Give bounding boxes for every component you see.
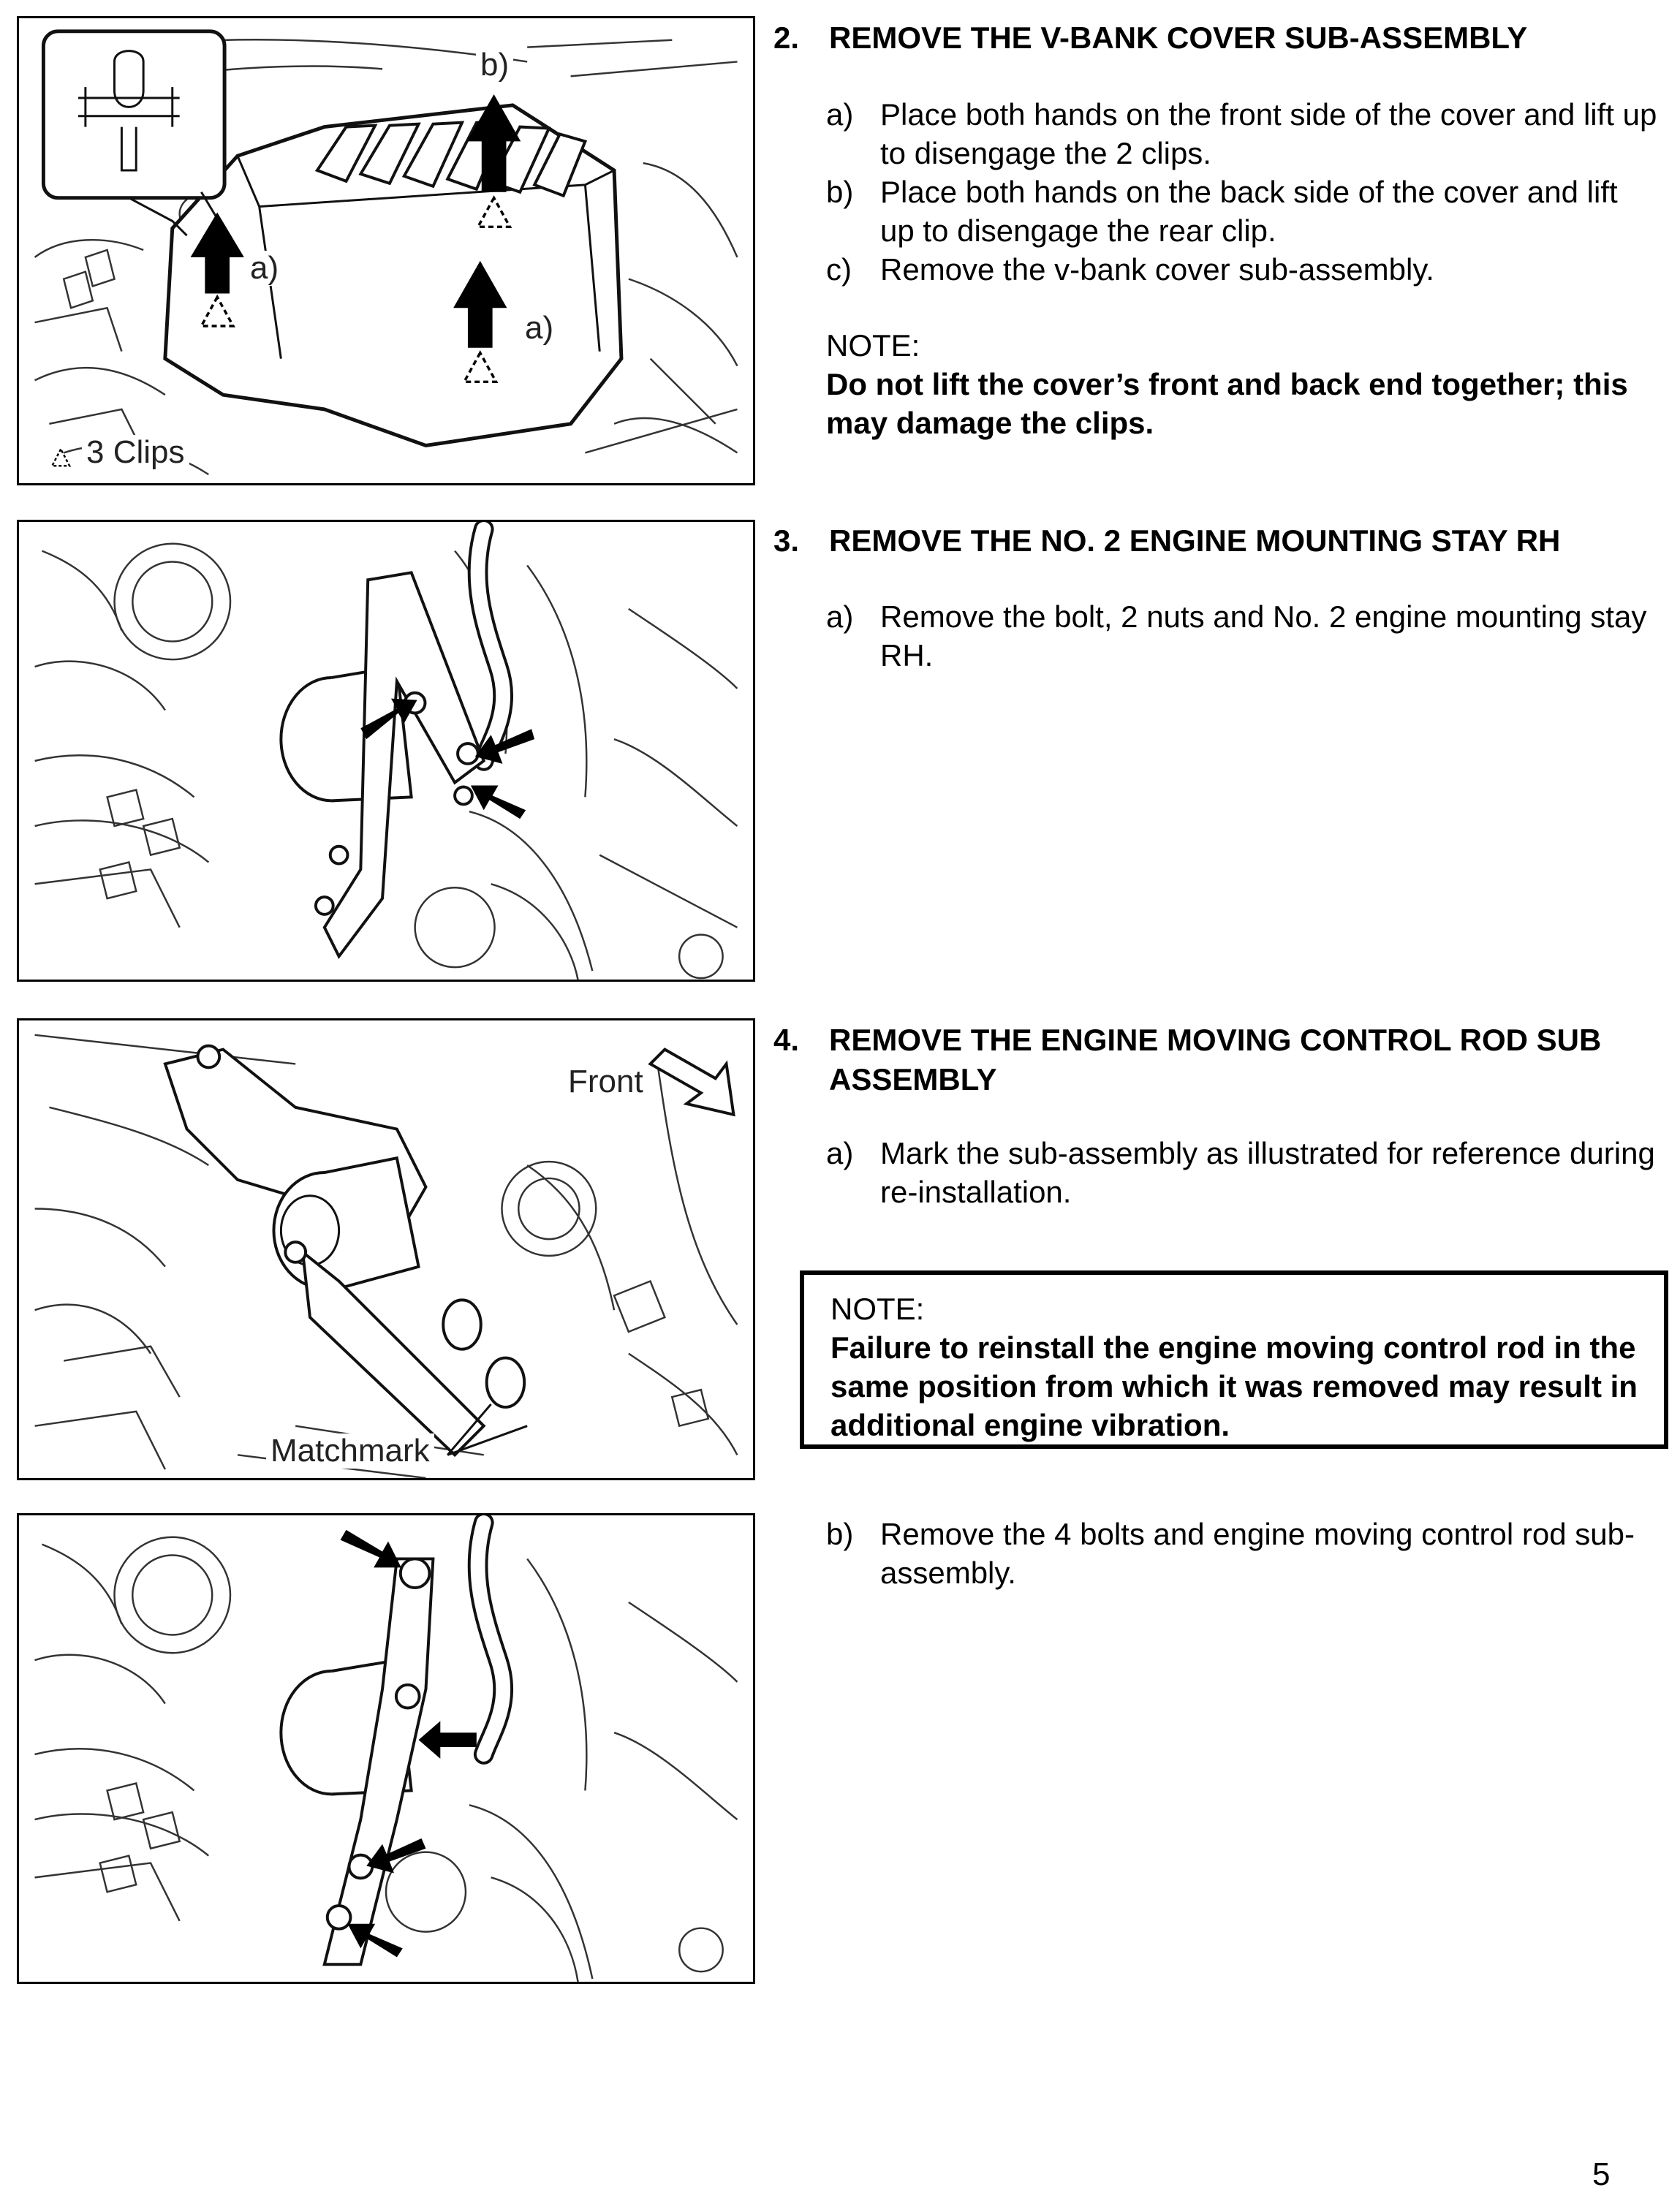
arrow-bolt-1 [360, 698, 417, 740]
step-4-note-box: NOTE: Failure to reinstall the engine mo… [800, 1270, 1668, 1449]
note-label: NOTE: [826, 328, 920, 363]
arrow-up-b [466, 94, 521, 192]
step-2-heading: REMOVE THE V-BANK COVER SUB-ASSEMBLY [829, 20, 1528, 55]
substep-marker: b) [826, 175, 854, 209]
step-2-number: 2. [773, 20, 800, 55]
step-4-heading: REMOVE THE ENGINE MOVING CONTROL ROD SUB… [829, 1023, 1602, 1096]
arrow-bolt-top [340, 1529, 401, 1568]
step-3-number: 3. [773, 523, 800, 558]
arrow-up-a1 [190, 212, 244, 294]
page-number: 5 [1592, 2156, 1611, 2192]
figure-mounting-stay [17, 520, 755, 982]
mounting-stay-illustration [34, 522, 738, 980]
step-2-note: NOTE: Do not lift the cover’s front and … [826, 326, 1660, 442]
substep-marker: a) [826, 1136, 854, 1170]
arrow-nut-2 [470, 785, 526, 819]
arrow-up-a2 [453, 260, 507, 348]
substep-marker: a) [826, 599, 854, 634]
substep-marker: b) [826, 1517, 854, 1551]
step-3-heading: REMOVE THE NO. 2 ENGINE MOUNTING STAY RH [829, 523, 1561, 558]
substep-text: Remove the v-bank cover sub-assembly. [880, 252, 1434, 287]
matchmark-illustration [34, 1034, 738, 1478]
arrow-bolt-low [366, 1838, 426, 1874]
mounting-stay [322, 571, 486, 960]
note-text: Do not lift the cover’s front and back e… [826, 367, 1628, 440]
note-text: Failure to reinstall the engine moving c… [830, 1330, 1638, 1442]
front-label: Front [564, 1064, 648, 1099]
label-b: b) [476, 48, 514, 83]
front-arrow-icon [648, 1048, 735, 1117]
substep-marker: c) [826, 252, 852, 287]
substep-marker: a) [826, 97, 854, 132]
substep-text: Remove the 4 bolts and engine moving con… [880, 1517, 1635, 1590]
arrow-bolt-mid [418, 1721, 477, 1759]
figure-vbank-cover: b) a) a) 3 Clips [17, 16, 755, 485]
clips-legend: 3 Clips [82, 435, 189, 470]
substep-text: Place both hands on the back side of the… [880, 175, 1618, 248]
substep-text: Remove the bolt, 2 nuts and No. 2 engine… [880, 599, 1647, 673]
matchmark-label: Matchmark [266, 1433, 434, 1469]
note-label: NOTE: [830, 1292, 925, 1326]
substep-text: Place both hands on the front side of th… [880, 97, 1657, 170]
control-rod-illustration [34, 1515, 738, 1982]
figure-control-rod-bolts [17, 1513, 755, 1984]
label-a2: a) [521, 311, 559, 346]
vbank-cover-illustration [34, 29, 738, 476]
figure-matchmark: Front Matchmark [17, 1018, 755, 1480]
label-a1: a) [246, 251, 284, 286]
arrow-bolt-bottom [347, 1923, 403, 1958]
substep-text: Mark the sub-assembly as illustrated for… [880, 1136, 1655, 1209]
step-4-number: 4. [773, 1023, 800, 1057]
arrow-nut-1 [474, 729, 535, 764]
